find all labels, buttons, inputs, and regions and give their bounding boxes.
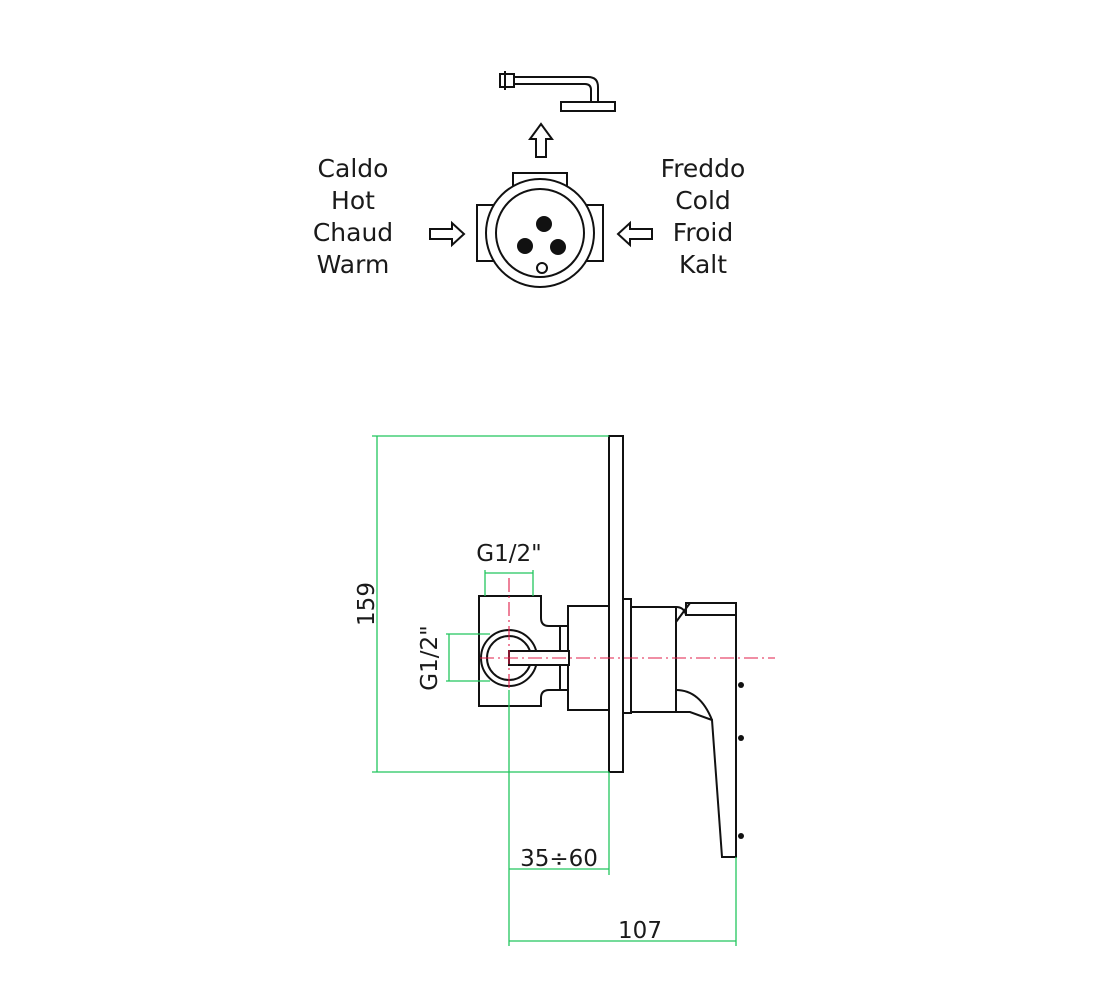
height-dimension [372, 435, 609, 773]
shower-head-icon [499, 71, 616, 112]
cold-inlet-arrow-icon [616, 220, 653, 248]
cold-label-it: Freddo [661, 154, 746, 183]
hot-label-de: Warm [317, 250, 390, 279]
hot-label-en: Hot [331, 186, 375, 215]
side-thread-dimension [446, 633, 490, 682]
cold-label-de: Kalt [679, 250, 727, 279]
mixer-body-front-view [476, 172, 604, 288]
cold-label-en: Cold [675, 186, 731, 215]
outlet-arrow-icon [528, 122, 554, 158]
top-thread-dimension [484, 570, 534, 596]
depth-range-label: 35÷60 [520, 846, 598, 872]
side-thread-label: G1/2" [417, 625, 443, 690]
projection-label: 107 [618, 918, 662, 944]
wall-plate [608, 435, 632, 773]
height-dimension-label: 159 [354, 582, 380, 626]
cold-label-fr: Froid [673, 218, 733, 247]
projection-dimension [509, 857, 737, 946]
hot-label-it: Caldo [318, 154, 389, 183]
valve-body-side-view [478, 595, 610, 711]
top-thread-label: G1/2" [476, 541, 541, 567]
hot-inlet-arrow-icon [429, 220, 466, 248]
depth-range-dimension [508, 690, 610, 946]
hot-label-fr: Chaud [313, 218, 393, 247]
lever-handle [630, 602, 744, 858]
